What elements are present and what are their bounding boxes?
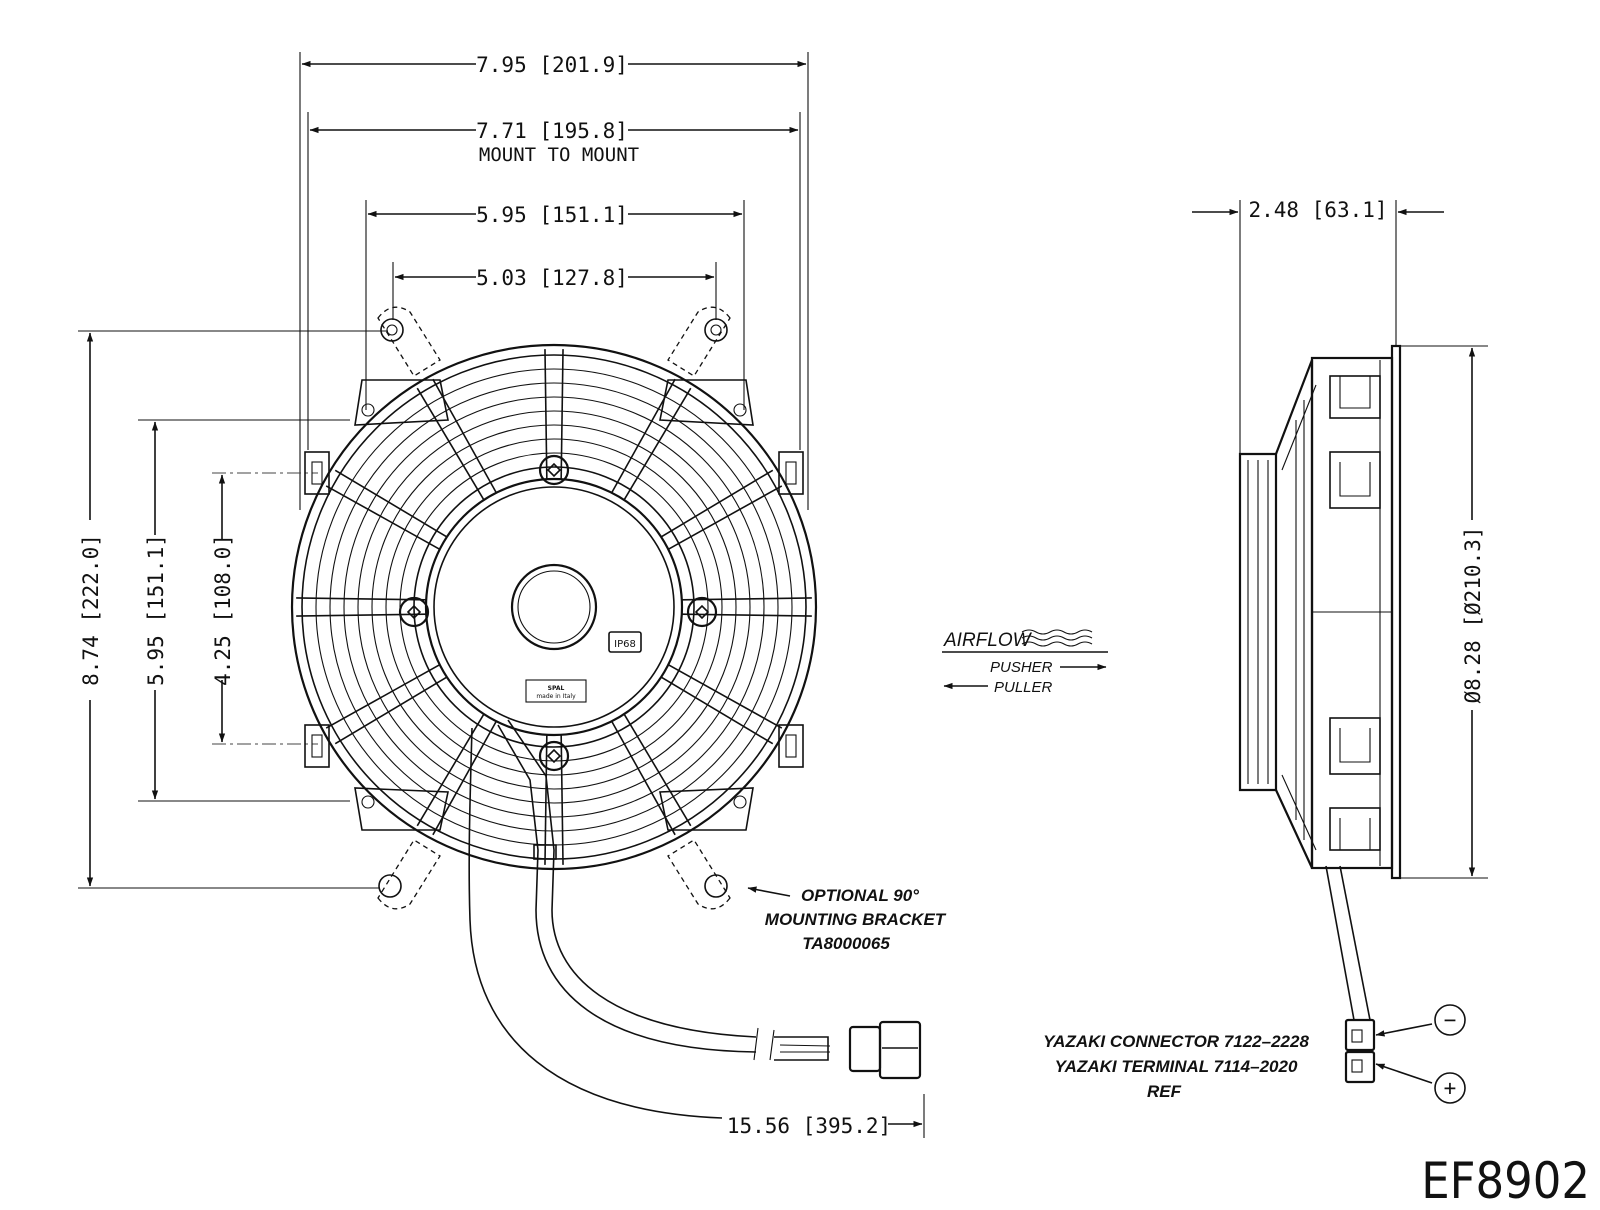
connector-note-line-1: YAZAKI CONNECTOR 7122–2228 [1043, 1032, 1309, 1051]
guard-spoke-line [610, 378, 676, 494]
guard-spoke-line [325, 485, 441, 551]
guard-spoke-line [544, 734, 548, 865]
guard-spoke-line [667, 663, 783, 729]
guard-spoke-line [334, 676, 448, 745]
motor-ip-badge: IP68 [614, 639, 636, 650]
part-number: EF8902 [1421, 1152, 1590, 1210]
bracket-note-line-2: MOUNTING BRACKET [765, 910, 947, 929]
inner-height-label: 5.95 [151.1] [144, 534, 168, 686]
overall-width-label: 7.95 [201.9] [476, 53, 628, 77]
motor-made-in: made in Italy [536, 693, 576, 700]
guard-spoke-line [432, 720, 498, 836]
guard-spoke-line [667, 485, 783, 551]
side-view: 2.48 [63.1] Ø8.28 [Ø210.3] [1043, 198, 1488, 1104]
mounting-ears [304, 306, 804, 910]
airflow-legend: AIRFLOW PUSHER PULLER [942, 629, 1108, 696]
wire-leads [468, 719, 922, 1119]
dim-center-height: 4.25 [108.0] [211, 472, 318, 745]
lead-length-label: 15.56 [395.2] [727, 1114, 891, 1138]
front-view: 7.95 [201.9] 7.71 [195.8] MOUNT TO MOUNT… [78, 52, 947, 1138]
diameter-label: Ø8.28 [Ø210.3] [1461, 526, 1485, 703]
mount-to-mount-caption: MOUNT TO MOUNT [479, 144, 639, 166]
dim-mount-to-mount: 7.71 [195.8] MOUNT TO MOUNT [307, 112, 801, 450]
guard-spoke-line [296, 597, 427, 601]
guard-spoke-line [681, 597, 812, 601]
guard-spoke-line [325, 663, 441, 729]
bracket-note-line-1: OPTIONAL 90° [801, 886, 919, 905]
fan-side-profile [1238, 344, 1402, 880]
motor-screws [398, 454, 718, 772]
guard-spoke-line [660, 469, 774, 538]
connector-note-line-3: REF [1147, 1082, 1182, 1101]
motor-logo: SPAL [548, 685, 565, 692]
dim-inner-width: 5.95 [151.1] [365, 200, 745, 410]
guard-spoke-line [623, 713, 692, 827]
guard-spoke-line [416, 713, 485, 827]
dim-diameter: Ø8.28 [Ø210.3] [1400, 345, 1488, 879]
airflow-title: AIRFLOW [943, 630, 1033, 651]
guard-spoke-line [416, 387, 485, 501]
dim-overall-height: 8.74 [222.0] [78, 330, 388, 889]
mount-to-mount-label: 7.71 [195.8] [476, 119, 628, 143]
guard-spokes [296, 349, 812, 865]
dim-lead-length: 15.56 [395.2] [727, 1094, 925, 1138]
motor-hub: IP68 SPAL made in Italy [424, 477, 684, 737]
inner-width-label: 5.95 [151.1] [476, 203, 628, 227]
dim-depth: 2.48 [63.1] [1192, 198, 1444, 455]
connector-note-line-2: YAZAKI TERMINAL 7114–2020 [1055, 1057, 1298, 1076]
dim-inner-height: 5.95 [151.1] [138, 419, 350, 802]
guard-spoke-line [334, 469, 448, 538]
depth-label: 2.48 [63.1] [1248, 198, 1387, 222]
bracket-note-line-3: TA8000065 [802, 934, 890, 953]
minus-symbol: − [1444, 1008, 1457, 1032]
center-height-label: 4.25 [108.0] [211, 534, 235, 686]
guard-spoke-line [296, 613, 427, 617]
guard-spoke-line [560, 734, 564, 865]
guard-spoke-line [432, 378, 498, 494]
dim-bolt-spacing: 5.03 [127.8] [392, 262, 717, 320]
puller-label: PULLER [994, 679, 1053, 696]
connector-notes: YAZAKI CONNECTOR 7122–2228 YAZAKI TERMIN… [1043, 1032, 1309, 1101]
polarity-markers: − + [1375, 1004, 1466, 1104]
guard-spoke-line [660, 676, 774, 745]
overall-height-label: 8.74 [222.0] [79, 534, 103, 686]
bracket-note: OPTIONAL 90° MOUNTING BRACKET TA8000065 [747, 886, 947, 953]
guard-spoke-line [610, 720, 676, 836]
plus-symbol: + [1444, 1076, 1457, 1100]
guard-spoke-line [681, 613, 812, 617]
bolt-spacing-label: 5.03 [127.8] [476, 266, 628, 290]
guard-spoke-line [623, 387, 692, 501]
dim-overall-width: 7.95 [201.9] [299, 52, 809, 510]
pusher-label: PUSHER [990, 659, 1053, 676]
side-lead [1325, 865, 1376, 1084]
